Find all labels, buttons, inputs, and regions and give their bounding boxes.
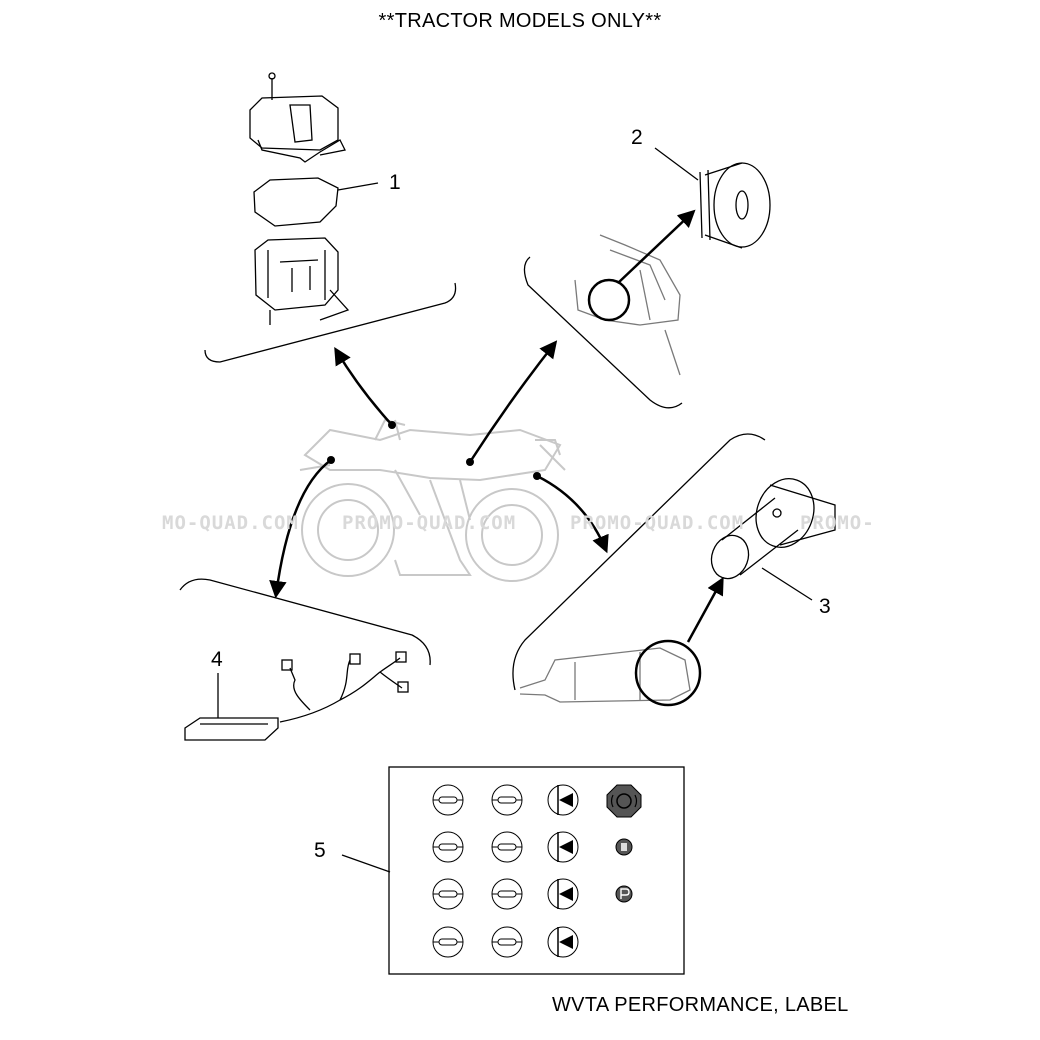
bulb-symbol: [432, 831, 464, 863]
muffler-detail: [519, 647, 691, 703]
parking-symbol: [615, 885, 633, 903]
watermark-text: PROMO-: [800, 512, 875, 534]
part-1-switch-housing: [249, 72, 350, 325]
arrow-bracket-3: [536, 474, 609, 554]
fuel-symbol: [615, 838, 633, 856]
arrow-to-part-3: [686, 576, 724, 643]
mount-bracket-detail: [574, 234, 681, 376]
bracket-part-4: [179, 578, 431, 666]
bracket-part-3: [512, 433, 766, 691]
diode-symbol: [547, 831, 579, 863]
part-5-label-sheet: [388, 766, 685, 975]
callout-3: 3: [819, 595, 831, 618]
watermark-text: PROMO-QUAD.COM: [342, 512, 517, 534]
arrow-bracket-2: [468, 340, 558, 463]
detail-circle-3: [634, 639, 702, 707]
callout-2: 2: [631, 126, 643, 149]
bulb-symbol: [432, 926, 464, 958]
bulb-symbol: [491, 926, 523, 958]
atv-illustration: [299, 418, 566, 582]
page-caption: WVTA PERFORMANCE, LABEL: [552, 994, 849, 1016]
callout-5: 5: [314, 839, 326, 862]
arrow-origin-dots: [327, 421, 541, 480]
bulb-symbol: [432, 878, 464, 910]
leader-line-2: [654, 147, 699, 181]
arrow-bracket-4: [269, 458, 332, 599]
brake-symbol: [606, 784, 642, 818]
diode-symbol: [547, 784, 579, 816]
watermark-text: PROMO-QUAD.COM: [570, 512, 745, 534]
part-3-sleeve: [710, 478, 836, 580]
bulb-symbol: [432, 784, 464, 816]
bracket-part-1: [204, 282, 457, 363]
bulb-symbol: [491, 784, 523, 816]
leader-line-1: [337, 182, 379, 191]
group-brackets: [179, 256, 766, 691]
arrow-to-part-1: [334, 346, 393, 426]
part-4-wiring-harness: [184, 651, 409, 741]
diode-symbol: [547, 926, 579, 958]
leader-line-5: [341, 854, 391, 873]
bulb-symbol: [491, 878, 523, 910]
callout-1: 1: [389, 171, 401, 194]
atv-arrows: [269, 340, 609, 599]
diode-symbol: [547, 878, 579, 910]
bracket-part-2: [523, 256, 683, 409]
page-heading: **TRACTOR MODELS ONLY**: [378, 10, 662, 32]
arrow-to-part-2: [617, 209, 696, 284]
leader-line-3: [761, 567, 813, 601]
bulb-symbol: [491, 831, 523, 863]
watermark-text: MO-QUAD.COM: [162, 512, 299, 534]
part-2-grommet: [699, 162, 771, 249]
label-symbol-grid: [432, 784, 642, 958]
callout-4: 4: [211, 648, 223, 671]
detail-circle-2: [587, 278, 631, 322]
